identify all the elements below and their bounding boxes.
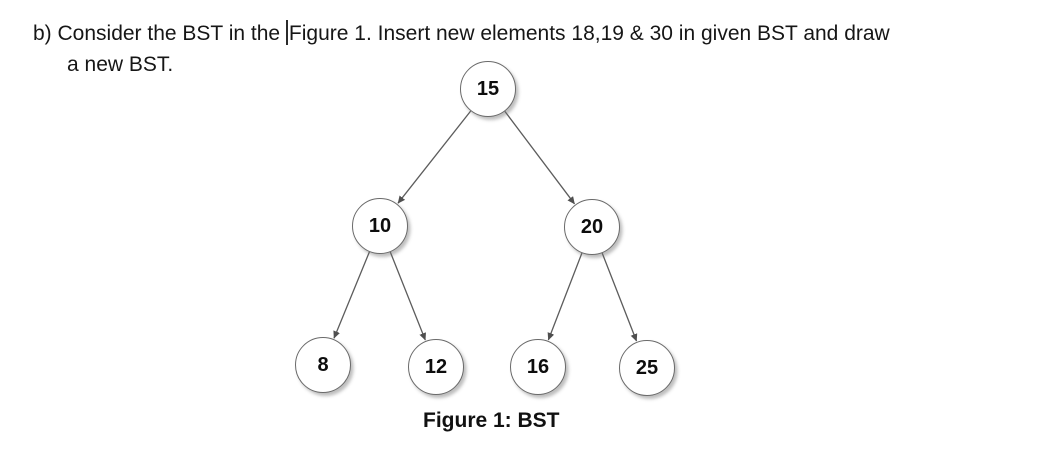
- bst-edge-20-16: [547, 252, 583, 341]
- tree-node-8: 8: [295, 337, 351, 393]
- bst-edge-15-20: [504, 111, 576, 205]
- question-line-2: a new BST.: [67, 53, 174, 76]
- bst-edge-10-8: [333, 251, 371, 339]
- question-line1-after-cursor: Figure 1. Insert new elements 18,19 & 30…: [288, 22, 890, 45]
- tree-node-10: 10: [352, 198, 408, 254]
- question-line-1: b) Consider the BST in the Figure 1. Ins…: [33, 18, 890, 49]
- bst-edge-10-12: [389, 251, 426, 341]
- tree-node-15: 15: [460, 61, 516, 117]
- question-text: b) Consider the BST in the Figure 1. Ins…: [33, 18, 890, 80]
- bst-edge-20-25: [601, 252, 638, 342]
- bst-edge-15-10: [397, 110, 472, 204]
- tree-node-20: 20: [564, 199, 620, 255]
- tree-node-12: 12: [408, 339, 464, 395]
- question-line1-before-cursor: b) Consider the BST in the: [33, 22, 286, 45]
- figure-caption: Figure 1: BST: [423, 409, 560, 432]
- text-cursor: [285, 20, 288, 45]
- tree-node-25: 25: [619, 340, 675, 396]
- tree-node-16: 16: [510, 339, 566, 395]
